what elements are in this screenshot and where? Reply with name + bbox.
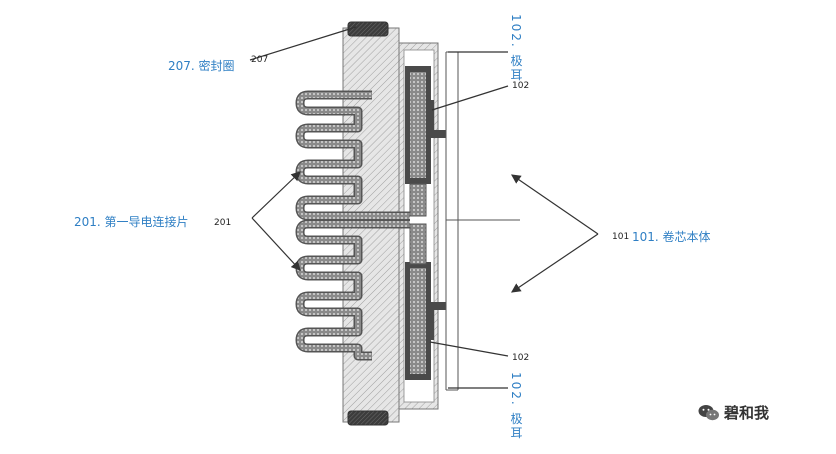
seal-ring-bottom [347,410,389,426]
tab-top [426,100,446,138]
tab-bottom [426,302,446,340]
label-ear-bottom-ref: 102 [512,353,530,363]
label-core: 101. 卷芯本体 [632,230,711,244]
label-core-ref: 101 [612,232,630,242]
wechat-icon [698,404,719,420]
label-connector: 201. 第一导电连接片 [74,215,189,229]
seal-ring-top [347,21,389,37]
first-conductive-connector [295,90,410,361]
watermark: 碧和我 [698,402,769,423]
label-seal-ring: 207. 密封圈 [168,59,235,73]
leader-lines [249,26,599,389]
label-ear-top-ref: 102 [512,81,530,91]
label-ear-top: 102. 极耳 [509,14,523,83]
label-ear-bottom: 102. 极耳 [509,372,523,441]
label-connector-ref: 201 [214,218,232,228]
watermark-text: 碧和我 [724,404,770,422]
label-seal-ring-ref: 207 [251,55,269,65]
